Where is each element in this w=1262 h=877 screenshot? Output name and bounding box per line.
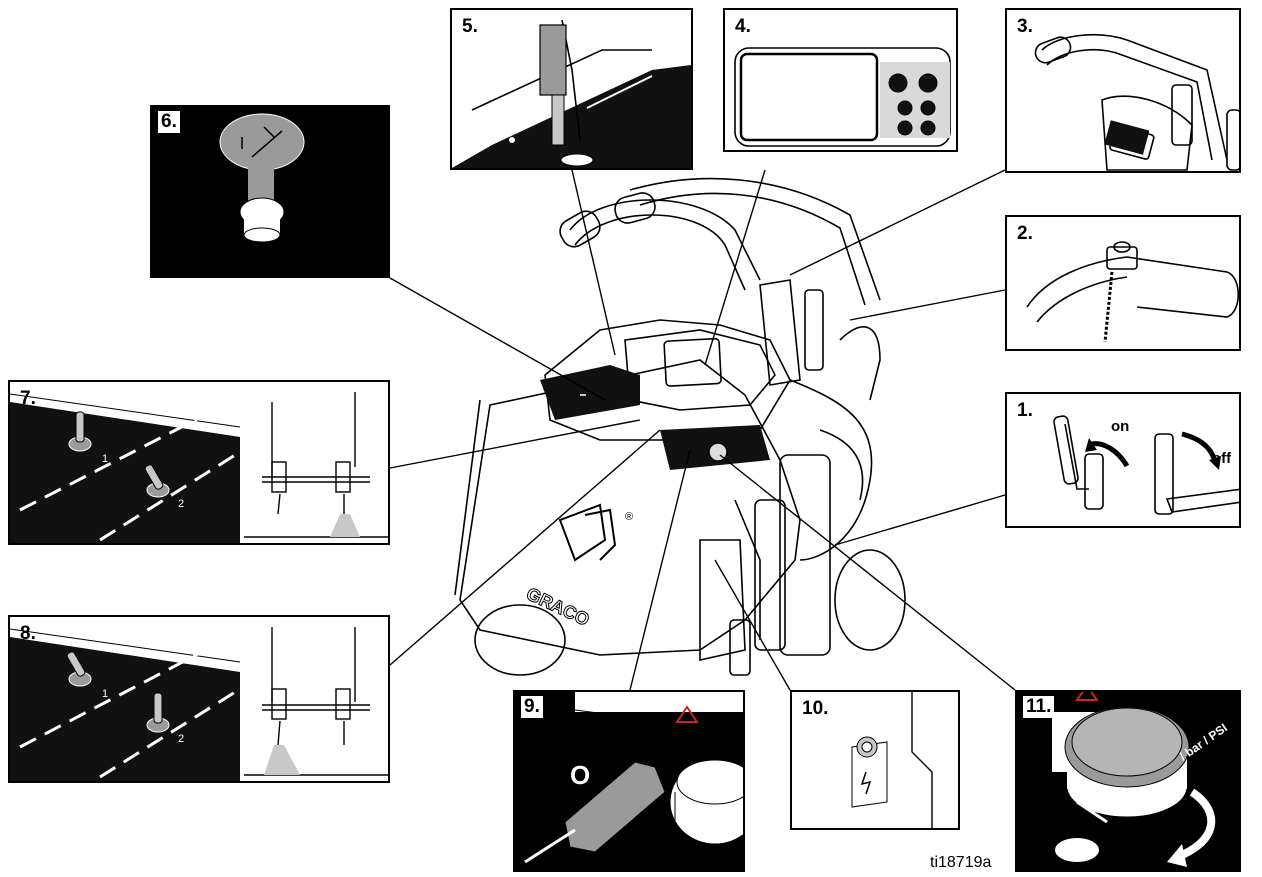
valve-illustration bbox=[1053, 415, 1239, 515]
svg-text:®: ® bbox=[625, 511, 633, 523]
callout-number: 2. bbox=[1017, 223, 1033, 244]
outlet-illustration bbox=[851, 692, 933, 828]
lever-illustration bbox=[452, 19, 691, 168]
svg-text:O: O bbox=[570, 760, 590, 790]
callout-number: 4. bbox=[735, 16, 751, 37]
callout-panel-2: 2. bbox=[1005, 215, 1241, 351]
callout-number: 8. bbox=[20, 623, 36, 644]
off-label: off bbox=[1212, 450, 1232, 467]
figure-id: ti18719a bbox=[930, 854, 992, 871]
graco-logo: GRACO ® bbox=[523, 503, 633, 630]
callout-number: 7. bbox=[20, 388, 36, 409]
pressure-knob-illustration bbox=[1052, 692, 1216, 867]
callout-panel-11: 11. / bar / PSI bbox=[1015, 690, 1241, 872]
callout-panel-3: 3. bbox=[1005, 8, 1241, 173]
callout-number: 5. bbox=[462, 16, 478, 37]
callout-panel-10: 10. bbox=[790, 690, 960, 830]
callout-panel-6: 6. bbox=[150, 105, 390, 278]
callout-panel-7: 7. 1 2 bbox=[8, 380, 390, 545]
handlebar-assembly-illustration bbox=[1034, 34, 1239, 171]
callout-panel-8: 8. 1 2 bbox=[8, 615, 390, 783]
handlebar-lock-illustration bbox=[1026, 241, 1239, 343]
callout-panel-9: 9. O bbox=[513, 690, 745, 872]
gun-switch-panel-illustration: 1 2 bbox=[10, 392, 388, 543]
callout-number: 10. bbox=[802, 698, 829, 719]
callout-number: 9. bbox=[521, 696, 543, 718]
knob-illustration bbox=[219, 113, 305, 243]
svg-text:1: 1 bbox=[102, 453, 108, 465]
callout-number: 1. bbox=[1017, 400, 1033, 421]
callout-panel-1: 1. on off bbox=[1005, 392, 1241, 528]
callout-number: 3. bbox=[1017, 16, 1033, 37]
svg-text:1: 1 bbox=[102, 688, 108, 700]
on-label: on bbox=[1111, 418, 1130, 435]
display-illustration bbox=[734, 47, 951, 147]
svg-text:2: 2 bbox=[178, 498, 184, 510]
callout-panel-4: 4. bbox=[723, 8, 958, 152]
rocker-switch-illustration: O bbox=[524, 692, 743, 864]
leader-lines bbox=[389, 169, 1016, 691]
callout-number: 6. bbox=[158, 111, 180, 133]
gun-switch-panel-illustration: 1 2 bbox=[10, 627, 388, 781]
svg-text:2: 2 bbox=[178, 733, 184, 745]
callout-panel-5: 5. bbox=[450, 8, 693, 170]
callout-number: 11. bbox=[1023, 696, 1055, 718]
